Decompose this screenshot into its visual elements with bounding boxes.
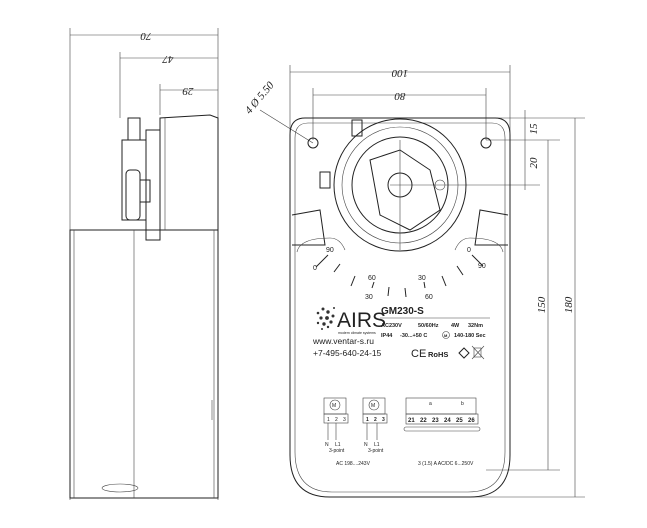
switch-b-label: b — [461, 401, 464, 407]
motor-icon: M — [444, 333, 448, 338]
terminal: 3 — [343, 417, 346, 423]
switch-a-label: a — [429, 401, 432, 407]
ac-range: AC 198....243V — [336, 461, 371, 467]
dim-depth-top: 29 — [182, 85, 194, 97]
spec-temperature: -30...+50 C — [400, 333, 427, 339]
spec-torque: 32Nm — [468, 323, 483, 329]
spec-voltage: AC230V — [381, 323, 402, 329]
dial-label: 60 — [425, 294, 433, 301]
wire-label: L1 — [335, 442, 341, 448]
dim-hole-spacing-v: 150 — [536, 296, 548, 313]
rohs-mark: RoHS — [428, 350, 448, 359]
front-view: 100 80 15 20 150 180 4 Ø 5.50 — [243, 65, 585, 498]
brand-tagline: modern climate systems — [338, 331, 376, 335]
motor-symbol: M — [332, 403, 336, 409]
dim-height: 180 — [563, 296, 575, 313]
terminal: 22 — [420, 418, 427, 424]
terminal: 25 — [456, 418, 463, 424]
spec-frequency: 50/60Hz — [418, 323, 439, 329]
mode-label: 3-point — [368, 448, 384, 454]
dim-holes: 4 Ø 5.50 — [243, 79, 277, 116]
dial-label: 30 — [418, 275, 426, 282]
spec-ip: IP44 — [381, 333, 393, 339]
dial-label: 90 — [326, 247, 334, 254]
motor-symbol: M — [371, 403, 375, 409]
dim-shaft-offset: 20 — [528, 157, 540, 169]
terminal: 2 — [335, 417, 338, 423]
dim-hole-spacing-h: 80 — [394, 90, 406, 102]
spec-power: 4W — [451, 323, 460, 329]
model-name: GM230-S — [381, 306, 424, 317]
position-dial: 0 90 60 30 30 60 90 0 — [313, 247, 486, 301]
dim-hole-offset-top: 15 — [528, 123, 540, 135]
terminal: 3 — [382, 417, 385, 423]
dial-label: 0 — [313, 265, 317, 272]
airs-logo-icon — [316, 307, 335, 330]
dial-label: 0 — [467, 247, 471, 254]
product-label: AIRS modern climate systems GM230-S AC23… — [312, 306, 490, 360]
wire-label: N — [364, 442, 368, 448]
terminal: 1 — [366, 417, 369, 423]
ce-mark: CE — [411, 348, 426, 360]
dial-label: 60 — [368, 275, 376, 282]
mode-label: 3-point — [329, 448, 345, 454]
brand-logo: AIRS — [337, 309, 386, 332]
wire-label: N — [325, 442, 329, 448]
terminal: 1 — [327, 417, 330, 423]
weee-bin-icon — [471, 345, 485, 360]
side-view: 70 47 29 — [69, 28, 219, 500]
terminal: 23 — [432, 418, 439, 424]
spec-run-time: 140-180 Sec — [454, 333, 486, 339]
dim-depth-mid: 47 — [162, 53, 174, 65]
switch-rating: 3 (1.5) A AC/DC 6...250V — [418, 461, 474, 467]
website: www.ventar-s.ru — [312, 336, 374, 346]
dim-overall-depth: 70 — [140, 30, 152, 42]
class-ii-icon — [458, 347, 470, 359]
wire-label: L1 — [374, 442, 380, 448]
terminal: 2 — [374, 417, 377, 423]
dial-label: 30 — [365, 294, 373, 301]
wiring-diagram: M 1 2 3 N L1 3-point M 1 2 3 N L1 3-poin… — [323, 397, 481, 467]
terminal: 26 — [468, 418, 475, 424]
phone: +7-495-640-24-15 — [313, 348, 382, 358]
dial-label: 90 — [478, 263, 486, 270]
dim-width: 100 — [391, 67, 408, 79]
terminal: 21 — [408, 418, 415, 424]
terminal: 24 — [444, 418, 451, 424]
